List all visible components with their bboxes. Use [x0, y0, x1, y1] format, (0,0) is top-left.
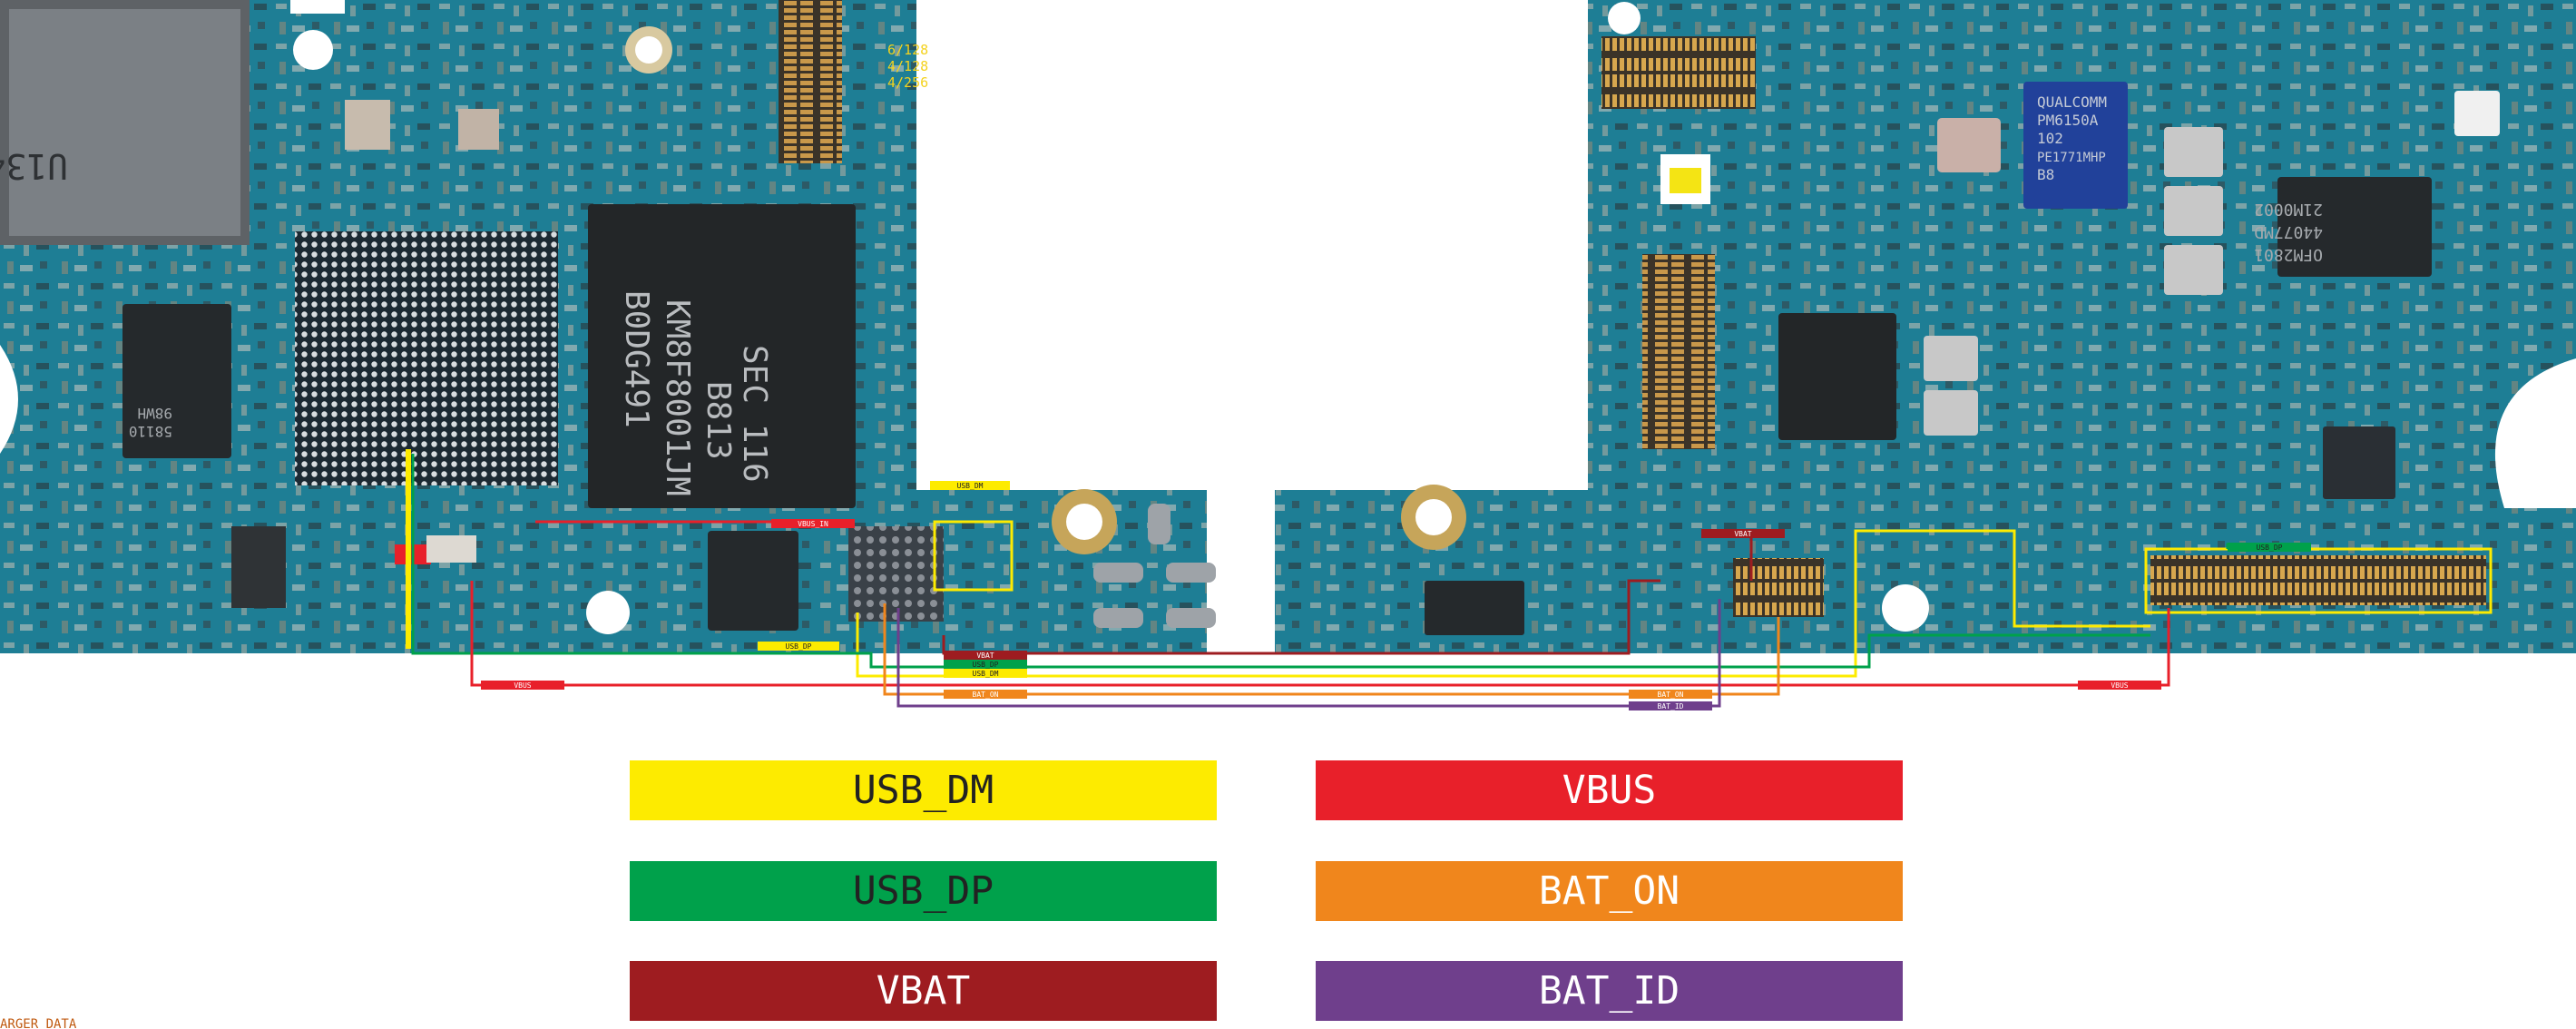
pmic-label-3: 102: [2037, 130, 2063, 147]
footer-fragment: ARGER DATA: [0, 1018, 77, 1029]
right-board: QUALCOMM PM6150A 102 PE1771MHP B8 21M000…: [1275, 0, 2576, 653]
tag-usb-dm-mid: USB_DM: [973, 670, 999, 678]
right-chip-2: [2323, 426, 2395, 499]
legend-vbus: VBUS: [1316, 760, 1903, 820]
left-board: U1340V SEC 116 B813 KM8F8001JM B0DG491 5…: [0, 0, 1216, 653]
trace-usb-dm: [856, 529, 1919, 678]
legend-bat-id-label: BAT_ID: [1538, 968, 1680, 1014]
screw-hole: [1608, 2, 1641, 34]
trace-vbus: [470, 581, 2170, 687]
pmic-label-1: QUALCOMM: [2037, 93, 2107, 111]
cpu-label-1: SEC 116: [736, 345, 773, 483]
tag-bat-on-mid: BAT_ON: [973, 691, 999, 699]
display-connector: [1642, 254, 1715, 449]
storage-note-2: 4/128: [887, 58, 928, 74]
cpu-label-2: B813: [700, 381, 737, 460]
small-chip: [122, 304, 231, 458]
pmic-label-5: B8: [2037, 166, 2054, 183]
tag-vbus-chip: VBUS_IN: [798, 520, 828, 528]
tag-usb-dp-conn: USB_DP: [2257, 544, 2283, 552]
trace-bat-on: [883, 603, 1780, 696]
tag-usb-dp-mid: USB_DP: [786, 642, 812, 651]
cpu-label-3: KM8F8001JM: [659, 299, 696, 496]
rf-label-1: 21M0002: [2254, 200, 2323, 219]
trace-bat-id: [896, 599, 1721, 708]
charger-ic: [708, 531, 798, 631]
usb-flex-connector: [2150, 555, 2486, 605]
small-chip-label-1: 58110: [129, 423, 172, 440]
tag-bat-on-right: BAT_ON: [1658, 691, 1684, 699]
rf-label-2: 44077MD: [2254, 222, 2323, 241]
tag-usb-dm-top: USB_DM: [957, 482, 984, 490]
screw-hole: [293, 30, 333, 70]
board-connector: [779, 0, 842, 163]
top-connector: [1601, 36, 1756, 109]
trace-usb-dp: [411, 454, 2150, 669]
screw-hole: [586, 591, 630, 634]
audio-chip: [1778, 313, 1896, 440]
memory-chip: [588, 204, 856, 508]
pmic-label-4: PE1771MHP: [2037, 151, 2106, 165]
legend-vbat-label: VBAT: [876, 968, 971, 1014]
storage-note-3: 4/256: [887, 74, 928, 91]
tag-vbus-left: VBUS: [514, 681, 531, 690]
tag-vbat-mid: VBAT: [976, 652, 994, 660]
battery-connector: [1733, 558, 1824, 617]
legend-usb-dp-label: USB_DP: [852, 868, 994, 914]
legend-usb-dp: USB_DP: [630, 861, 1217, 921]
main-bga-chip: [295, 231, 558, 485]
tag-vbat-right: VBAT: [1734, 530, 1751, 538]
rf-chip: [2277, 177, 2432, 277]
legend-vbat: VBAT: [630, 961, 1217, 1021]
legend-usb-dm: USB_DM: [630, 760, 1217, 820]
storage-note-1: 6/128: [887, 42, 928, 58]
cpu-label-4: B0DG491: [618, 290, 655, 428]
tag-bat-id-right: BAT_ID: [1658, 702, 1684, 710]
legend-bat-on-label: BAT_ON: [1538, 868, 1680, 914]
legend-bat-on: BAT_ON: [1316, 861, 1903, 921]
pmic-chip: [2023, 82, 2128, 209]
small-chip-label-2: 98WH: [137, 405, 172, 422]
sim-label: U1340V: [0, 146, 68, 186]
tag-vbus-right: VBUS: [2111, 681, 2128, 690]
legend-bat-id: BAT_ID: [1316, 961, 1903, 1021]
trace-tags: USB_DM USB_DP VBAT USB_DP USB_DM BAT_ON …: [481, 481, 2311, 710]
screw-hole: [1882, 584, 1929, 632]
pmic-bga-left: [848, 526, 944, 622]
trace-vbat: [942, 579, 1660, 655]
pmic-label-2: PM6150A: [2037, 112, 2099, 129]
legend-vbus-label: VBUS: [1562, 768, 1657, 813]
legend-usb-dm-label: USB_DM: [852, 768, 994, 813]
rf-label-3: OFM2801: [2254, 245, 2323, 264]
tag-usb-dp-mid2: USB_DP: [973, 661, 999, 669]
